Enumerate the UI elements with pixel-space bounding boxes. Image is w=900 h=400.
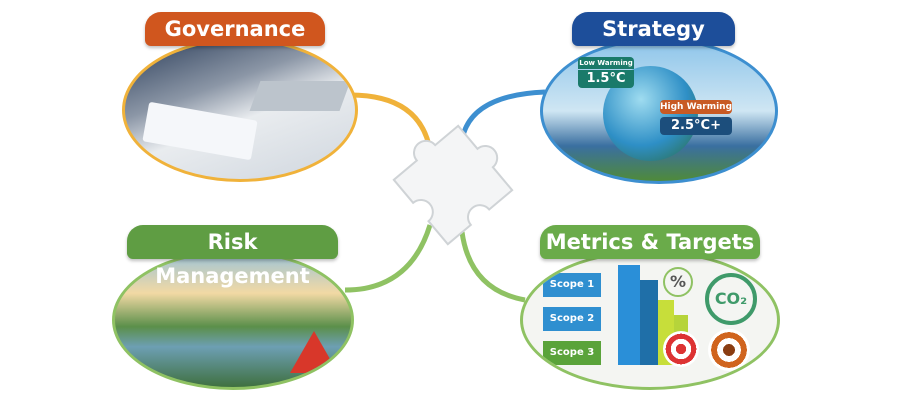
co2-icon: CO₂ — [705, 273, 757, 325]
governance-image — [122, 38, 358, 182]
metrics-connector — [459, 231, 526, 303]
governance-title: Governance — [145, 12, 325, 46]
low-warming-label: Low Warming — [578, 57, 634, 69]
laptop-illustration — [249, 81, 351, 111]
scope-2-label: Scope 2 — [543, 307, 601, 331]
documents-illustration — [142, 101, 258, 161]
scope-3-label: Scope 3 — [543, 341, 601, 365]
percent-icon: % — [663, 267, 693, 297]
metrics-targets-image: Scope 1 Scope 2 Scope 3 % CO₂ — [520, 250, 780, 390]
strategy-title: Strategy — [572, 12, 735, 46]
chart-bar — [618, 265, 640, 365]
metrics-targets-title: Metrics & Targets — [540, 225, 760, 259]
governance-connector — [349, 92, 433, 151]
warning-icon — [290, 331, 338, 373]
strategy-image — [540, 38, 778, 184]
risk-management-title: Risk Management — [127, 225, 338, 288]
chart-bar — [640, 280, 658, 365]
high-warming-label: High Warming — [660, 100, 733, 114]
target-icon — [708, 329, 750, 371]
low-warming-value: 1.5°C — [578, 70, 634, 88]
risk-connector — [344, 224, 433, 293]
high-warming-value: 2.5°C+ — [660, 117, 732, 135]
target-icon — [663, 331, 699, 367]
risk-management-image — [112, 250, 354, 390]
strategy-connector — [459, 89, 546, 141]
puzzle-piece-icon — [392, 124, 514, 246]
scope-1-label: Scope 1 — [543, 273, 601, 297]
